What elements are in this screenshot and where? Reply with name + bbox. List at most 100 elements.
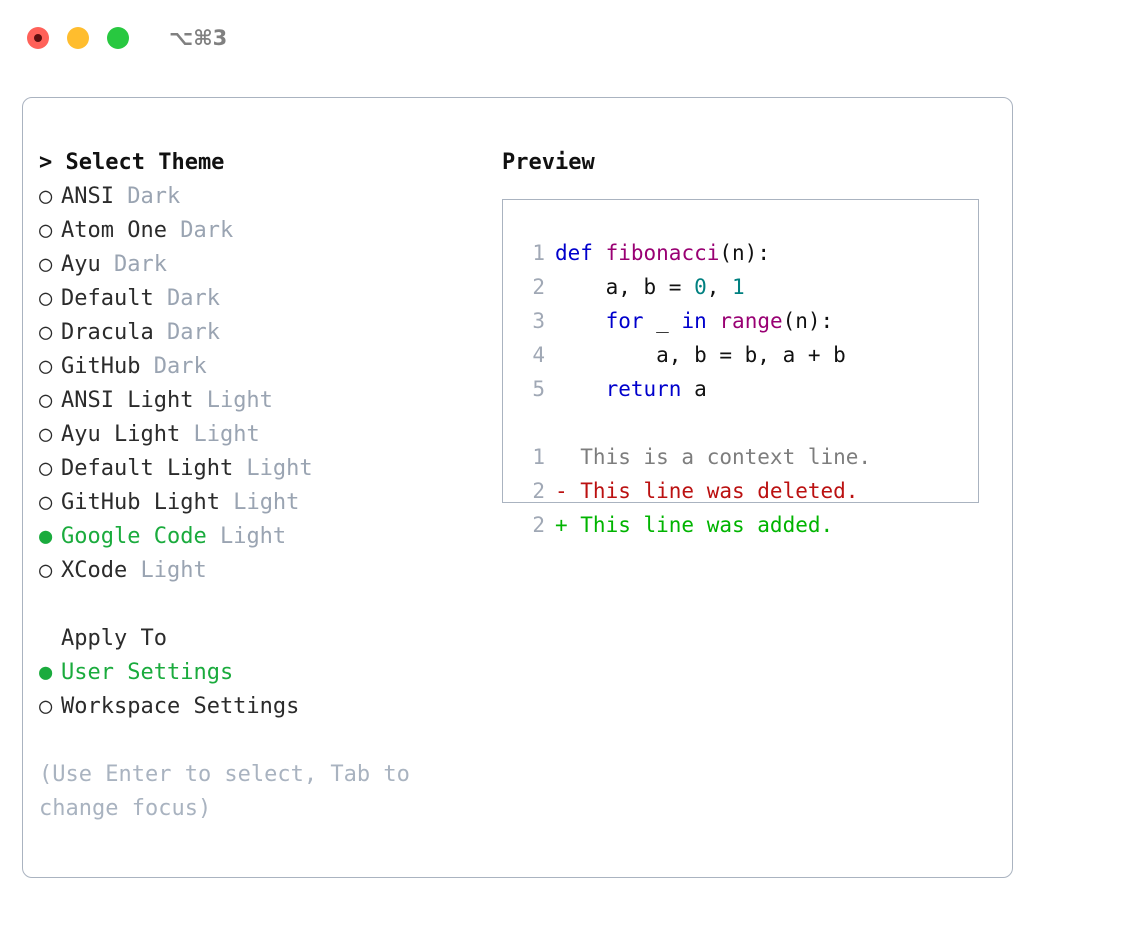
radio-unselected-icon[interactable]: ○ bbox=[39, 184, 53, 209]
line-number: 1 bbox=[532, 445, 545, 469]
code-token: range bbox=[719, 309, 783, 333]
apply-to-item[interactable]: ● User Settings bbox=[39, 656, 479, 690]
code-token: return bbox=[605, 377, 682, 401]
theme-variant-badge: Light bbox=[219, 490, 300, 515]
code-token bbox=[593, 241, 606, 265]
apply-to-header: Apply To bbox=[61, 626, 167, 651]
diff-line: 2- This line was deleted. bbox=[503, 474, 978, 508]
theme-variant-badge: Dark bbox=[100, 252, 167, 277]
code-token: (n): bbox=[782, 309, 834, 333]
radio-unselected-icon[interactable]: ○ bbox=[39, 320, 53, 345]
theme-list-item[interactable]: ○ Dracula Dark bbox=[39, 316, 479, 350]
theme-list-column: > Select Theme ○ANSI Dark○Atom One Dark○… bbox=[39, 146, 479, 826]
diff-line: 2 + This line was added. bbox=[503, 508, 978, 542]
theme-variant-badge: Dark bbox=[153, 286, 220, 311]
theme-list-item[interactable]: ●Google Code Light bbox=[39, 520, 479, 554]
theme-name: Ayu Light bbox=[61, 422, 181, 447]
apply-to-list[interactable]: ● User Settings ○Workspace Settings bbox=[39, 656, 479, 724]
theme-list-item[interactable]: ○ Ayu Light Light bbox=[39, 418, 479, 452]
apply-to-item[interactable]: ○Workspace Settings bbox=[39, 690, 479, 724]
theme-list[interactable]: ○ANSI Dark○Atom One Dark○Ayu Dark○Defaul… bbox=[39, 180, 479, 588]
theme-variant-badge: Dark bbox=[153, 320, 220, 345]
code-line: 4 a, b = b, a + b bbox=[503, 338, 978, 372]
theme-list-item[interactable]: ○ XCode Light bbox=[39, 554, 479, 588]
theme-picker-panel: > Select Theme ○ANSI Dark○Atom One Dark○… bbox=[22, 97, 1013, 878]
radio-unselected-icon[interactable]: ○ bbox=[39, 558, 53, 583]
diff-line: 1 This is a context line. bbox=[503, 440, 978, 474]
theme-variant-badge: Light bbox=[127, 558, 207, 583]
line-number: 2 bbox=[532, 479, 545, 503]
keyboard-shortcut-label: ⌥⌘3 bbox=[169, 26, 228, 50]
code-token: (n): bbox=[719, 241, 770, 265]
code-token: a, b = b, a + b bbox=[555, 343, 846, 367]
theme-variant-badge: Dark bbox=[140, 354, 207, 379]
code-token bbox=[707, 309, 720, 333]
line-number: 3 bbox=[532, 309, 545, 333]
theme-name: XCode bbox=[61, 558, 128, 583]
code-line: 3 for _ in range(n): bbox=[503, 304, 978, 338]
radio-unselected-icon[interactable]: ○ bbox=[39, 388, 53, 413]
theme-variant-badge: Light bbox=[233, 456, 313, 481]
theme-list-item[interactable]: ○ ANSI Light Light bbox=[39, 384, 479, 418]
theme-list-item[interactable]: ○Atom One Dark bbox=[39, 214, 479, 248]
radio-unselected-icon[interactable]: ○ bbox=[39, 456, 53, 481]
radio-unselected-icon[interactable]: ○ bbox=[39, 694, 53, 719]
radio-selected-icon[interactable]: ● bbox=[39, 524, 53, 549]
code-line: 1 def fibonacci(n): bbox=[503, 236, 978, 270]
code-token: in bbox=[681, 309, 707, 333]
code-token: 0 bbox=[694, 275, 707, 299]
radio-unselected-icon[interactable]: ○ bbox=[39, 218, 53, 243]
line-number: 2 bbox=[532, 275, 545, 299]
theme-name: GitHub Light bbox=[61, 490, 220, 515]
maximize-window-icon[interactable] bbox=[107, 27, 129, 49]
radio-unselected-icon[interactable]: ○ bbox=[39, 286, 53, 311]
line-number: 2 bbox=[532, 513, 545, 537]
code-diff-spacer bbox=[503, 406, 978, 440]
theme-list-item[interactable]: ○ANSI Dark bbox=[39, 180, 479, 214]
code-token: _ bbox=[643, 309, 682, 333]
theme-name: Dracula bbox=[61, 320, 154, 345]
diff-text: + This line was added. bbox=[555, 513, 834, 537]
title-bar: ⌥⌘3 bbox=[0, 0, 1140, 77]
radio-selected-icon[interactable]: ● bbox=[39, 660, 53, 685]
radio-unselected-icon[interactable]: ○ bbox=[39, 354, 53, 379]
code-token: for bbox=[605, 309, 644, 333]
theme-list-item[interactable]: ○ GitHub Light Light bbox=[39, 486, 479, 520]
theme-variant-badge: Light bbox=[180, 422, 260, 447]
radio-unselected-icon[interactable]: ○ bbox=[39, 422, 53, 447]
line-number: 5 bbox=[532, 377, 545, 401]
code-line: 5 return a bbox=[503, 372, 978, 406]
theme-list-header: > Select Theme bbox=[39, 150, 225, 175]
code-token: fibonacci bbox=[605, 241, 720, 265]
apply-to-label: User Settings bbox=[61, 660, 234, 685]
minimize-window-icon[interactable] bbox=[67, 27, 89, 49]
theme-name: ANSI Light bbox=[61, 388, 194, 413]
theme-list-item[interactable]: ○GitHub Dark bbox=[39, 350, 479, 384]
code-token: 1 bbox=[732, 275, 745, 299]
code-token: , bbox=[706, 275, 733, 299]
theme-name: Default Light bbox=[61, 456, 234, 481]
code-line: 2 a, b = 0, 1 bbox=[503, 270, 978, 304]
preview-title: Preview bbox=[502, 150, 595, 175]
code-token bbox=[555, 377, 606, 401]
theme-list-item[interactable]: ○ Default Dark bbox=[39, 282, 479, 316]
theme-variant-badge: Light bbox=[193, 388, 273, 413]
theme-list-item[interactable]: ○Ayu Dark bbox=[39, 248, 479, 282]
line-number: 1 bbox=[532, 241, 545, 265]
code-token bbox=[555, 309, 606, 333]
code-token: def bbox=[555, 241, 593, 265]
theme-name: ANSI bbox=[61, 184, 114, 209]
radio-unselected-icon[interactable]: ○ bbox=[39, 490, 53, 515]
theme-variant-badge: Light bbox=[206, 524, 287, 549]
theme-name: Atom One bbox=[61, 218, 167, 243]
section-spacer bbox=[39, 588, 479, 622]
theme-name: Default bbox=[61, 286, 154, 311]
radio-unselected-icon[interactable]: ○ bbox=[39, 252, 53, 277]
theme-list-item[interactable]: ○ Default Light Light bbox=[39, 452, 479, 486]
code-token: a, b = bbox=[555, 275, 695, 299]
close-window-icon[interactable] bbox=[27, 27, 49, 49]
